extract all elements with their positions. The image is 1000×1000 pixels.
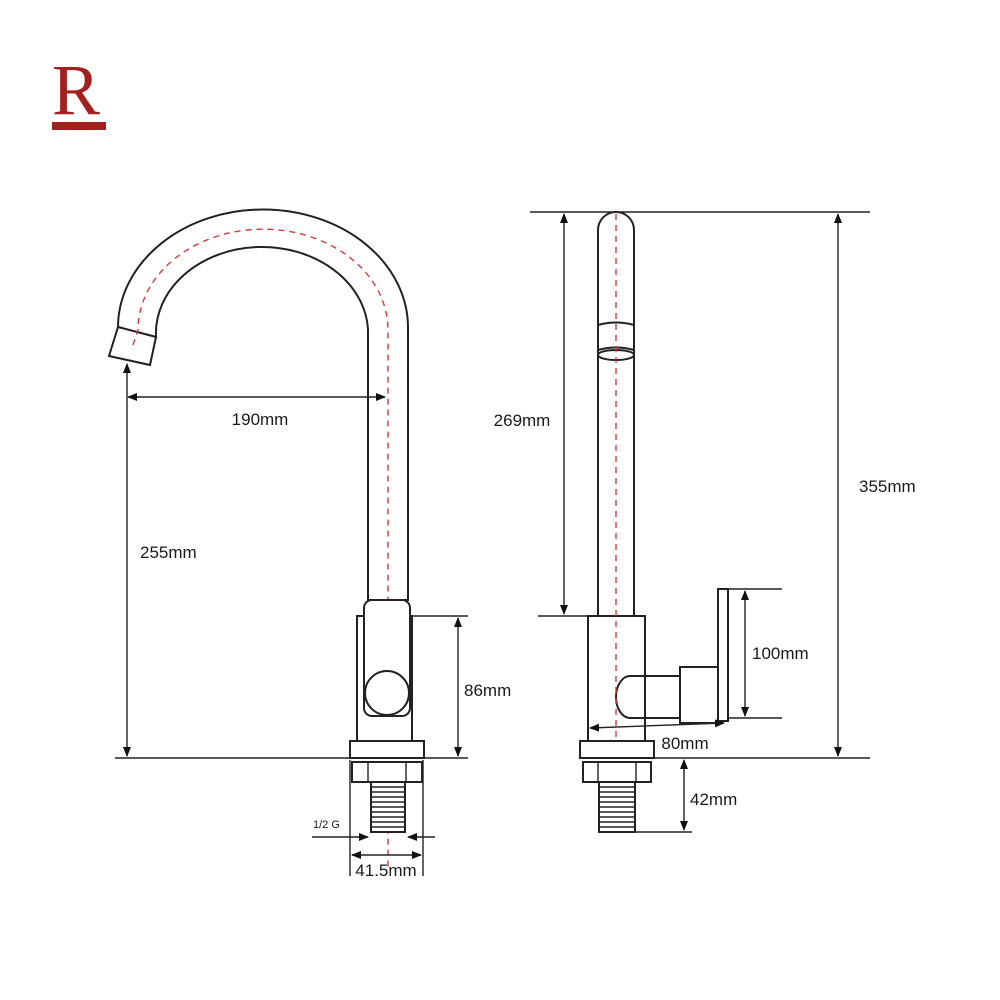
dim-spout-length: 269mm [494, 213, 568, 615]
dim-thread-label: 1/2 G [313, 819, 340, 831]
dim-reach-label: 190mm [232, 410, 289, 429]
front-view: 190mm 255mm 86mm 1/2 G 41.5mm [107, 208, 511, 880]
front-aerator [107, 325, 158, 367]
front-handle-knob [364, 670, 410, 716]
dim-base-diameter: 41.5mm [349, 760, 424, 880]
side-threaded-shank [598, 781, 636, 833]
brand-logo-underline [52, 122, 106, 130]
front-lock-nut [351, 761, 423, 783]
side-base-flange [579, 740, 655, 759]
front-threaded-shank [370, 781, 406, 833]
brand-logo: R [52, 50, 106, 130]
front-spout [107, 208, 410, 870]
dim-spout-height-label: 255mm [140, 543, 197, 562]
side-handle-grip [679, 666, 719, 724]
dim-reach: 190mm [127, 393, 386, 429]
dim-shank-length-label: 42mm [690, 790, 737, 809]
dim-spout-height: 255mm [123, 363, 197, 757]
dim-handle-depth-label: 80mm [661, 734, 708, 753]
brand-logo-letter: R [52, 50, 100, 130]
side-handle-lever [717, 588, 729, 722]
front-base-flange [349, 740, 425, 759]
dim-spout-length-label: 269mm [494, 411, 551, 430]
dim-base-diameter-label: 41.5mm [355, 861, 416, 880]
dim-body-height-label: 86mm [464, 681, 511, 700]
dim-body-height: 86mm [412, 615, 511, 757]
dim-handle-depth: 80mm [589, 719, 725, 753]
dim-handle-height-label: 100mm [752, 644, 809, 663]
front-centerline [132, 228, 389, 870]
dim-total-height-label: 355mm [859, 477, 916, 496]
side-lock-nut [582, 761, 652, 783]
dim-total-height: 355mm [834, 213, 916, 757]
dim-thread: 1/2 G [312, 819, 435, 841]
dim-handle-height: 100mm [728, 588, 809, 719]
side-view: 269mm 355mm 100mm 80mm 42mm [494, 211, 916, 833]
dim-shank-length: 42mm [680, 759, 737, 831]
